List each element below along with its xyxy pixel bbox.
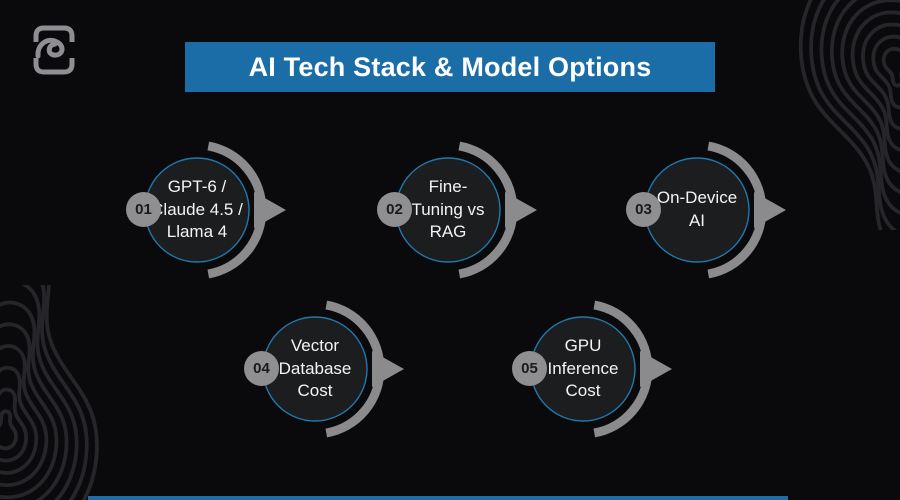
node-label: GPT-6 / Claude 4.5 / Llama 4: [151, 176, 243, 242]
brand-logo-icon: [33, 25, 75, 75]
step-badge: 05: [512, 351, 547, 386]
step-node-4: Vector Database Cost 04: [220, 284, 450, 454]
node-label: Vector Database Cost: [278, 335, 352, 401]
step-badge: 04: [244, 351, 279, 386]
step-node-2: Fine- Tuning vs RAG 02: [353, 125, 583, 295]
step-node-1: GPT-6 / Claude 4.5 / Llama 4 01: [102, 125, 332, 295]
arrow-right-icon: [640, 351, 672, 387]
node-label: Fine- Tuning vs RAG: [411, 176, 485, 242]
step-node-3: On-Device AI 03: [602, 125, 832, 295]
title-banner: AI Tech Stack & Model Options: [185, 42, 715, 92]
bottom-accent-bar: [88, 496, 788, 500]
step-badge: 03: [626, 192, 661, 227]
page-title: AI Tech Stack & Model Options: [248, 51, 652, 82]
step-badge: 02: [377, 192, 412, 227]
step-node-5: GPU Inference Cost 05: [488, 284, 718, 454]
arrow-right-icon: [754, 192, 786, 228]
node-label: On-Device AI: [656, 188, 738, 230]
arrow-right-icon: [254, 192, 286, 228]
arrow-right-icon: [505, 192, 537, 228]
arrow-right-icon: [372, 351, 404, 387]
step-badge: 01: [126, 192, 161, 227]
node-label: GPU Inference Cost: [547, 335, 619, 401]
topo-pattern-bottom-left-icon: [0, 285, 134, 500]
